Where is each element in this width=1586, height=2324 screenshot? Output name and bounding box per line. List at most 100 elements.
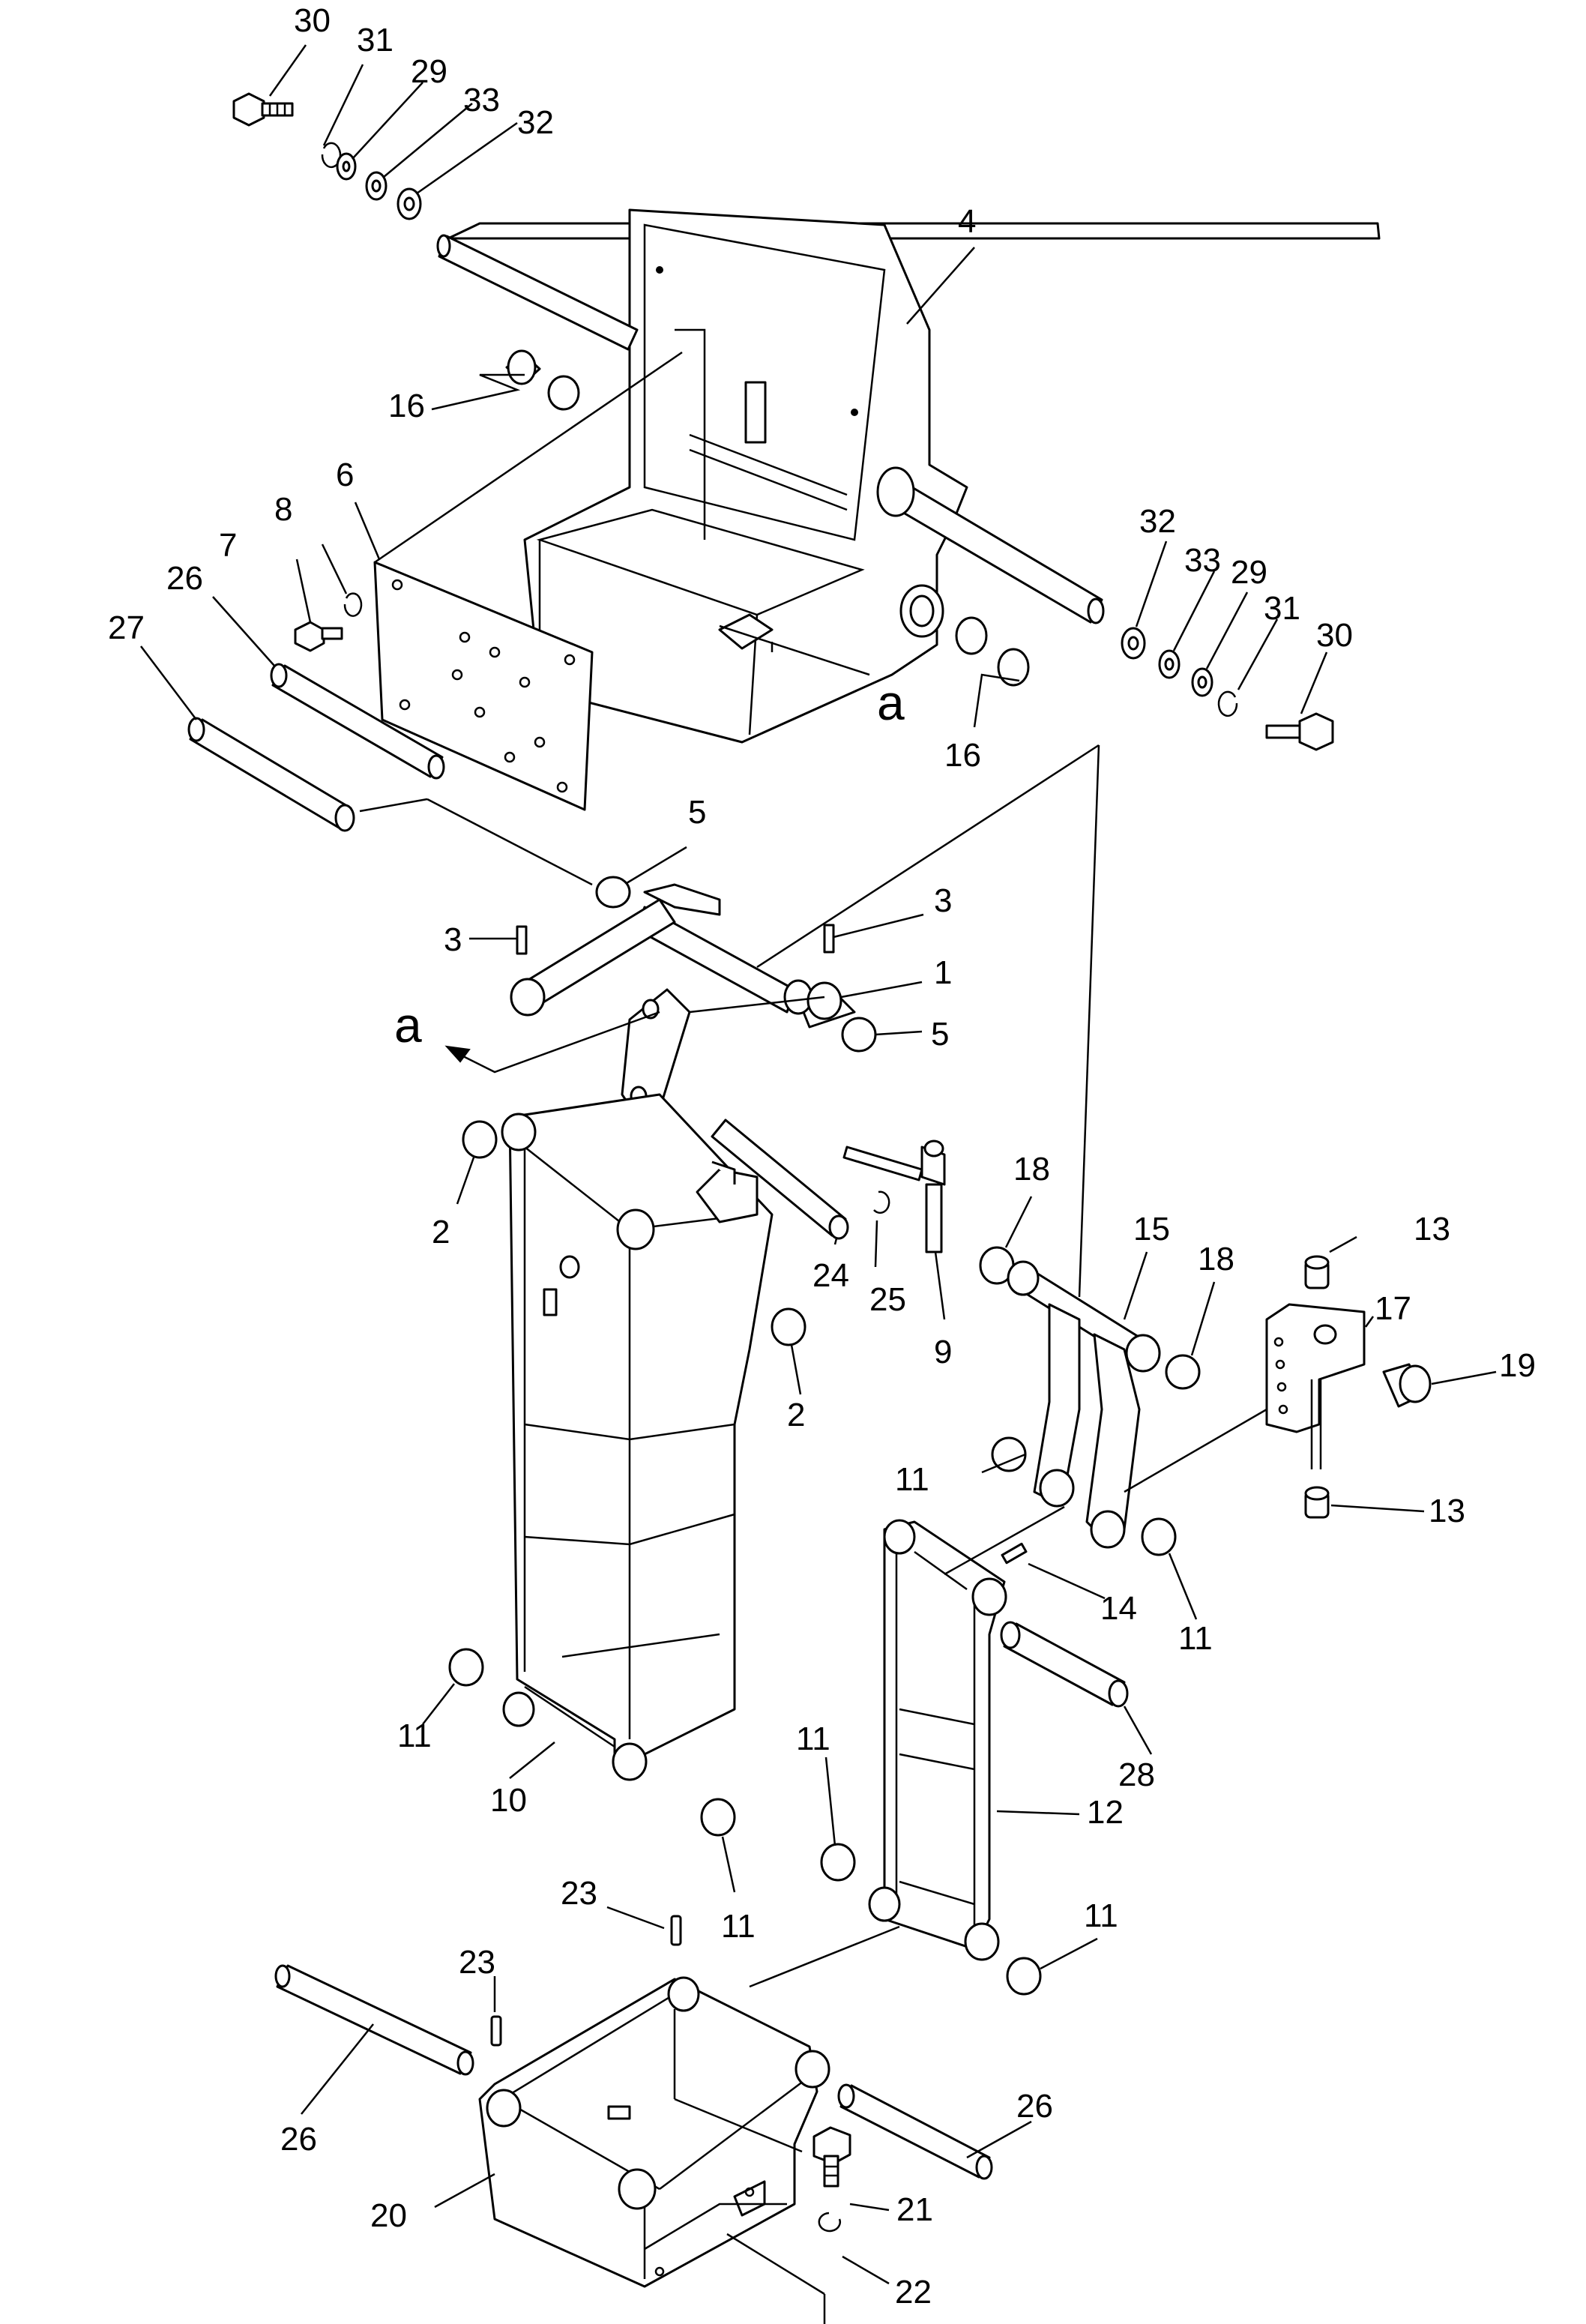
callout-33-top: 33 xyxy=(463,82,500,118)
clip-25 xyxy=(873,1190,890,1214)
callout-5-right: 5 xyxy=(931,1016,949,1053)
arm-15 xyxy=(1007,1260,1161,1549)
callout-26-lower-left: 26 xyxy=(280,2121,317,2158)
washer-29-left xyxy=(336,152,357,181)
callout-29-right: 29 xyxy=(1231,554,1267,591)
pin-28 xyxy=(1000,1621,1129,1708)
bushing-2-lower xyxy=(771,1307,806,1346)
callout-31-right: 31 xyxy=(1264,590,1300,627)
bolt-30-right xyxy=(1265,712,1334,751)
callout-2-upper: 2 xyxy=(432,1214,450,1250)
pin-26-lower-right xyxy=(837,2083,993,2180)
link-frame-12 xyxy=(868,1519,1007,1961)
callout-31-top: 31 xyxy=(357,22,394,58)
bushing-13-lower xyxy=(1304,1486,1330,1519)
link-assembly-1 xyxy=(510,883,856,1119)
bushing-11-post-top xyxy=(448,1648,484,1687)
callout-15: 15 xyxy=(1133,1211,1170,1247)
detail-a-label-lower: a xyxy=(394,997,422,1053)
callout-23-lower: 23 xyxy=(459,1944,495,1981)
spring-pin-3-left xyxy=(516,925,528,955)
callout-12: 12 xyxy=(1087,1794,1124,1831)
washer-33-left xyxy=(365,171,388,201)
callout-29-top: 29 xyxy=(411,53,447,90)
callout-24: 24 xyxy=(812,1257,849,1294)
post-frame-10 xyxy=(501,1093,774,1781)
callout-13-lower: 13 xyxy=(1429,1493,1465,1529)
pin-26-lower-left xyxy=(274,1964,474,2076)
bushing-19 xyxy=(1382,1363,1432,1408)
washer-32-right xyxy=(1121,627,1146,660)
bushing-18-right xyxy=(1165,1354,1201,1390)
callout-11-link-right: 11 xyxy=(1084,1897,1118,1934)
callout-labels: 30 31 29 33 32 4 16 32 33 29 31 30 16 6 … xyxy=(108,2,1536,2311)
callout-19: 19 xyxy=(1499,1347,1536,1384)
plate-6 xyxy=(373,561,594,811)
seat-base-4 xyxy=(447,208,1381,744)
callout-22: 22 xyxy=(895,2274,932,2311)
detail-a-label-upper: a xyxy=(877,675,905,730)
callout-13-upper: 13 xyxy=(1414,1211,1450,1247)
callout-23-upper: 23 xyxy=(561,1875,597,1912)
base-frame-20 xyxy=(478,1976,830,2288)
bushing-16-lower xyxy=(955,616,1030,687)
callout-14: 14 xyxy=(1100,1590,1137,1627)
callout-33-right: 33 xyxy=(1184,542,1221,579)
callout-27: 27 xyxy=(108,609,145,646)
rod-right-4 xyxy=(876,466,1105,624)
callout-11-post-bottom: 11 xyxy=(721,1908,756,1945)
callout-6: 6 xyxy=(336,457,354,493)
washer-33-right xyxy=(1158,649,1181,679)
spring-pin-3-right xyxy=(823,924,835,954)
callout-21: 21 xyxy=(896,2191,933,2228)
callout-11-arm-left: 11 xyxy=(895,1461,929,1498)
bushing-11-arm-right xyxy=(1141,1517,1177,1556)
callout-5-upper: 5 xyxy=(688,794,706,831)
detail-a-arrow-lower xyxy=(444,1011,660,1074)
bushing-11-link-right xyxy=(1006,1957,1042,1996)
spring-pin-14 xyxy=(1001,1542,1028,1565)
callout-18-right: 18 xyxy=(1198,1241,1234,1277)
callout-32-top: 32 xyxy=(517,104,554,141)
callout-7: 7 xyxy=(219,527,237,564)
callout-16-lower: 16 xyxy=(944,737,981,774)
callout-11-link-left: 11 xyxy=(796,1721,830,1757)
bolt-30-left xyxy=(232,92,294,127)
callout-4: 4 xyxy=(958,203,976,240)
callout-16-upper: 16 xyxy=(388,388,425,424)
callout-30-right: 30 xyxy=(1316,617,1353,654)
washer-32-left xyxy=(396,187,422,220)
callout-8: 8 xyxy=(274,491,292,528)
washer-29-right xyxy=(1191,667,1213,697)
lever-handle-9 xyxy=(842,1140,946,1253)
detail-a-indicator-upper xyxy=(719,624,870,676)
callout-25: 25 xyxy=(869,1281,906,1318)
leader-lines xyxy=(140,44,1497,2285)
callout-11-arm-right: 11 xyxy=(1178,1620,1213,1657)
bracket-17 xyxy=(1265,1303,1366,1469)
callout-11-post-top: 11 xyxy=(397,1718,432,1754)
callout-30-top: 30 xyxy=(294,2,331,39)
bushing-16-upper xyxy=(505,349,580,411)
callout-10: 10 xyxy=(490,1782,527,1819)
callout-3-left: 3 xyxy=(444,921,462,958)
spring-pin-23-lower xyxy=(490,2015,502,2047)
pin-26-upper xyxy=(270,663,445,780)
rod-left-4 xyxy=(436,234,639,351)
washer-8 xyxy=(343,592,363,617)
rod-24 xyxy=(711,1119,849,1240)
callout-17: 17 xyxy=(1375,1290,1411,1327)
callout-18-left: 18 xyxy=(1013,1151,1050,1187)
bushing-13-upper xyxy=(1304,1255,1330,1289)
callout-9: 9 xyxy=(934,1334,952,1370)
washer-22 xyxy=(818,2212,841,2233)
bushing-2-upper xyxy=(462,1120,498,1159)
callout-28: 28 xyxy=(1118,1756,1155,1793)
callout-26-lower-right: 26 xyxy=(1016,2088,1053,2125)
bushing-11-link-left xyxy=(820,1843,856,1882)
callout-1: 1 xyxy=(934,954,952,991)
bolt-7 xyxy=(294,621,343,652)
spring-pin-23-upper xyxy=(670,1915,682,1946)
